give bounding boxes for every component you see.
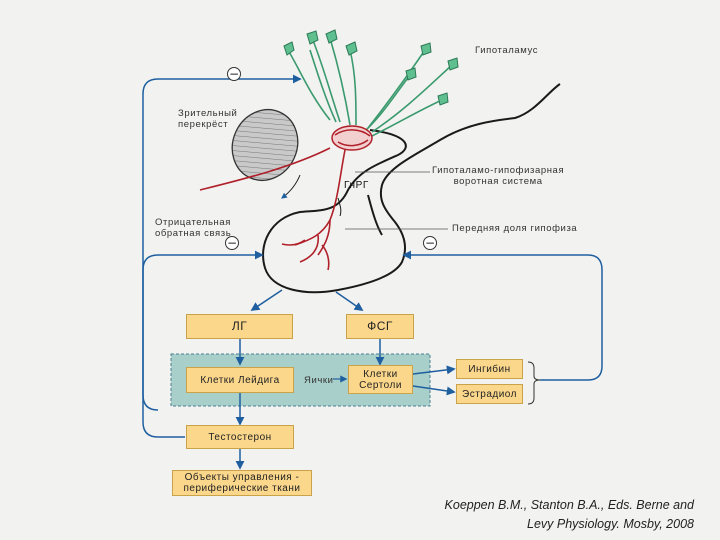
leydig-cells-box: Клетки Лейдига	[186, 367, 294, 393]
fsh-box-label: ФСГ	[367, 319, 393, 333]
pituitary-stalk-line	[367, 194, 383, 236]
inhibin-label: Ингибин	[468, 363, 511, 375]
feedback-loop-inhibin	[402, 250, 603, 381]
sertoli-cells-line2: Сертоли	[359, 379, 402, 391]
feedback-loop-hypothalamus	[142, 74, 302, 438]
target-tissues-line2: периферические ткани	[183, 483, 301, 494]
minus-sign-hypothalamus: −	[227, 67, 241, 81]
gnrh-label: ГнРГ	[344, 180, 369, 191]
hormone-brace	[527, 361, 541, 405]
pituitary-outline	[262, 83, 561, 294]
fsh-box: ФСГ	[346, 314, 414, 339]
portal-arrow	[337, 197, 342, 217]
optic-chiasm-label: Зрительный перекрёст	[178, 108, 254, 130]
testosterone-box: Тестостерон	[186, 425, 294, 449]
hypothalamic-neurons	[287, 37, 453, 137]
target-tissues-box: Объекты управления - периферические ткан…	[172, 470, 312, 496]
estradiol-box: Эстрадиол	[456, 384, 523, 404]
arrow-sertoli-estradiol	[412, 385, 456, 396]
sertoli-cells-box: Клетки Сертоли	[348, 365, 413, 394]
feedback-loop-pituitary-left	[142, 250, 264, 411]
arrow-to-fsh	[335, 291, 364, 312]
estradiol-label: Эстрадиол	[462, 388, 517, 400]
arrow-to-lh	[250, 289, 283, 311]
minus-sign-pituitary-left: −	[225, 236, 239, 250]
arrow-sertoli-inhibin	[412, 365, 456, 375]
lh-box-label: ЛГ	[231, 319, 248, 333]
portal-system-line1: Гипоталамо-гипофизарная	[432, 165, 565, 176]
testes-label: Яички	[304, 375, 334, 386]
minus-sign-pituitary-right: −	[423, 236, 437, 250]
anterior-pituitary-label: Передняя доля гипофиза	[452, 223, 578, 234]
testosterone-label: Тестостерон	[208, 431, 272, 443]
negative-feedback-line1: Отрицательная	[155, 217, 232, 228]
citation-line1: Koeppen B.M., Stanton B.A., Eds. Berne a…	[444, 498, 694, 512]
gnrh-arrow	[281, 174, 301, 199]
negative-feedback-line2: обратная связь	[155, 228, 232, 239]
neuron-bodies	[283, 29, 459, 106]
optic-chiasm-text: Зрительный перекрёст	[178, 108, 238, 130]
citation-line2: Levy Physiology. Mosby, 2008	[527, 517, 694, 531]
negative-feedback-label: Отрицательная обратная связь	[155, 217, 231, 239]
target-tissues-line1: Объекты управления -	[184, 472, 300, 483]
lh-box: ЛГ	[186, 314, 293, 339]
portal-system-label: Гипоталамо-гипофизарная воротная система	[432, 165, 564, 187]
portal-vessels	[199, 129, 371, 271]
portal-system-line2: воротная система	[453, 176, 543, 187]
inhibin-box: Ингибин	[456, 359, 523, 379]
leydig-cells-label: Клетки Лейдига	[200, 374, 280, 386]
citation: Koeppen B.M., Stanton B.A., Eds. Berne a…	[445, 496, 694, 534]
sertoli-cells-line1: Клетки	[363, 368, 398, 380]
hypothalamus-label: Гипоталамус	[475, 45, 539, 56]
